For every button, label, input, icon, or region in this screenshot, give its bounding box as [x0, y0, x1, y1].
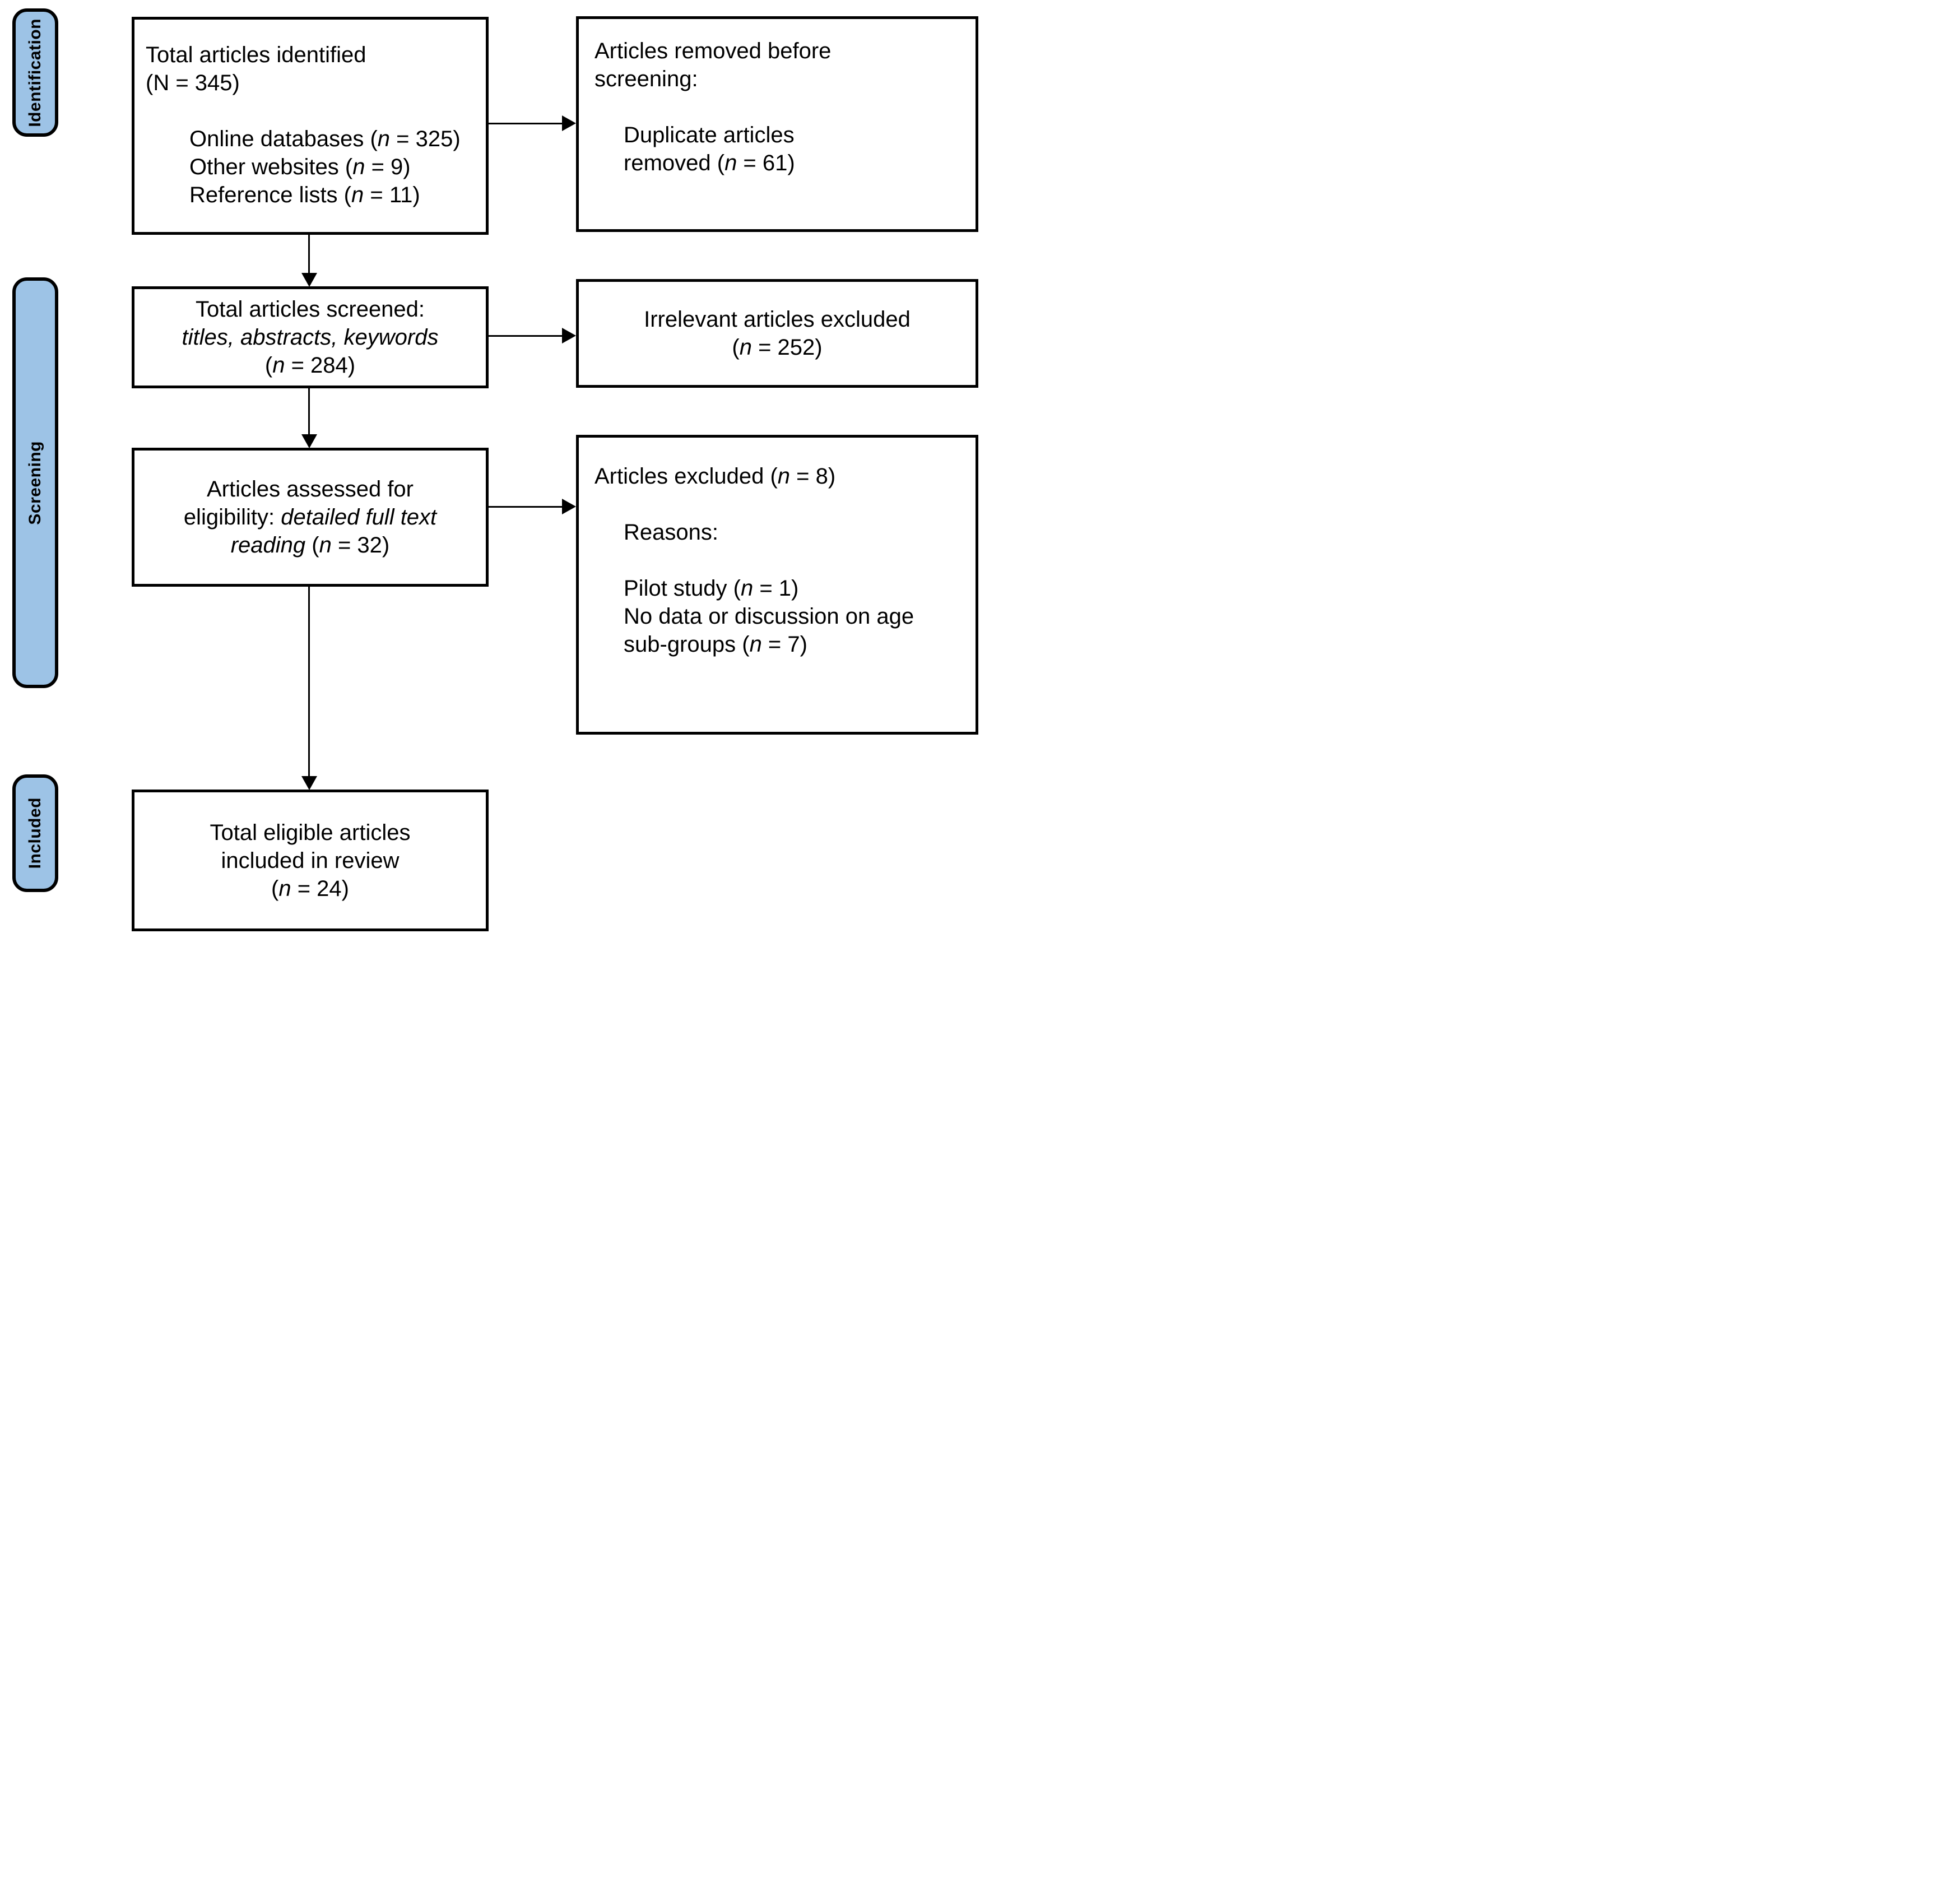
arrowhead-down-icon [301, 776, 317, 790]
arrow-line [308, 388, 310, 434]
box-lines: Irrelevant articles excluded(n = 252) [644, 307, 911, 360]
box-articles-excluded-reasons: Articles excluded (n = 8) Reasons: Pilot… [576, 435, 978, 735]
stage-label-included: Included [12, 774, 58, 892]
box-lines: Total articles screened:titles, abstract… [182, 297, 439, 378]
arrow-line [489, 335, 563, 337]
arrow-line [489, 123, 563, 124]
box-articles-identified: Total articles identified(N = 345) Onlin… [132, 17, 489, 235]
stage-label-screening: Screening [12, 277, 58, 688]
prisma-flow-diagram: Identification Screening Included Total … [0, 0, 980, 942]
arrowhead-right-icon [562, 328, 576, 343]
box-title-lines: Total articles identified(N = 345) [146, 43, 366, 95]
arrowhead-right-icon [562, 499, 576, 514]
arrowhead-right-icon [562, 115, 576, 131]
arrow-line [308, 587, 310, 776]
box-title-lines: Articles excluded (n = 8) [594, 464, 836, 489]
stage-label-text: Screening [26, 440, 44, 525]
box-irrelevant-articles-excluded: Irrelevant articles excluded(n = 252) [576, 279, 978, 388]
arrowhead-down-icon [301, 434, 317, 448]
arrow-line [489, 506, 563, 508]
box-source-lines: Online databases (n = 325)Other websites… [189, 127, 461, 207]
arrow-line [308, 235, 310, 274]
arrowhead-down-icon [301, 273, 317, 287]
box-articles-screened: Total articles screened:titles, abstract… [132, 286, 489, 388]
stage-label-text: Included [26, 797, 44, 869]
stage-label-text: Identification [26, 18, 44, 127]
stage-label-identification: Identification [12, 8, 58, 137]
box-detail-lines: Reasons: Pilot study (n = 1)No data or d… [624, 520, 914, 657]
